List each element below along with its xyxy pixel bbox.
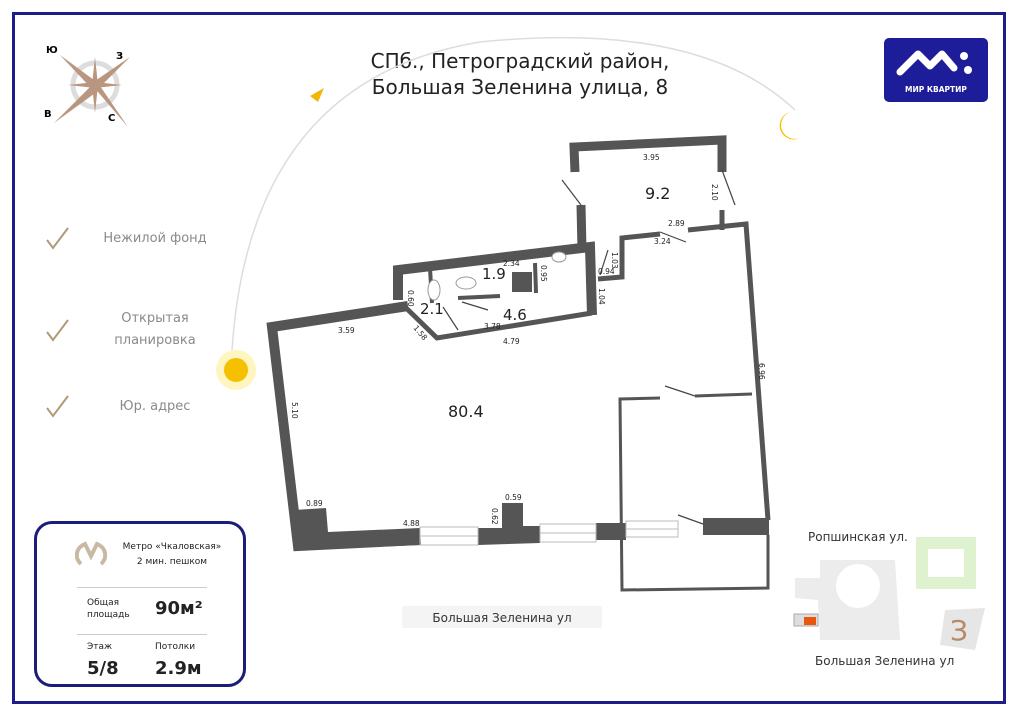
dimension-label: 3.59 [338, 326, 355, 335]
dimension-label: 3.24 [654, 237, 671, 246]
compass-icon [54, 55, 130, 127]
toilet-icon [427, 279, 441, 301]
room-area-main: 80.4 [448, 402, 484, 421]
map-street-top: Ропшинская ул. [808, 530, 908, 544]
compass-south: Ю [46, 45, 58, 56]
address-title: СПб., Петроградский район, Большая Зелен… [300, 48, 740, 100]
logo-mark-icon [896, 50, 972, 76]
dimension-label: 0.60 [406, 290, 415, 307]
floor-label: Этаж [87, 642, 113, 652]
site-map: З [793, 537, 985, 650]
map-street-bottom: Большая Зеленина ул [815, 654, 955, 668]
image-frame [12, 12, 1006, 704]
dimension-label: 0.94 [598, 267, 615, 276]
ceiling-value: 2.9м [155, 658, 202, 679]
dimension-label: 2.34 [503, 259, 520, 268]
dimension-label: 1.04 [597, 288, 606, 305]
moon-icon [779, 112, 800, 140]
check-icon [46, 227, 69, 250]
dimension-label: 0.62 [490, 508, 499, 525]
room-area-1-9: 1.9 [482, 265, 506, 283]
dimension-label: 3.95 [643, 153, 660, 162]
doors [442, 169, 736, 525]
area-value: 90м² [155, 598, 203, 619]
sink-icon [551, 251, 567, 263]
windows [419, 520, 679, 546]
dimension-label: 1.03 [610, 252, 619, 269]
sun-direction-arrow-icon [310, 88, 324, 102]
info-card: Метро «Чкаловская» 2 мин. пешком Общая п… [34, 521, 246, 687]
divider [77, 587, 207, 588]
sun-icon [216, 350, 256, 390]
building-marker [804, 617, 816, 625]
area-label: Общая площадь [87, 598, 130, 620]
dimension-label: 0.95 [539, 265, 548, 282]
compass-north: С [108, 113, 116, 124]
feature-label: Открытая планировка [114, 311, 196, 348]
sun-path [231, 36, 796, 351]
street-name: Большая Зеленина ул [432, 611, 572, 625]
floor-value: 5/8 [87, 658, 119, 679]
dimension-label: 2.10 [710, 184, 719, 201]
street-label-plan: Большая Зеленина ул [402, 606, 602, 628]
room-area-9-2: 9.2 [645, 184, 670, 203]
compass-east: В [44, 109, 52, 120]
title-line-2: Большая Зеленина улица, 8 [371, 75, 669, 99]
dimension-label: 4.79 [503, 337, 520, 346]
feature-label: Юр. адрес [119, 399, 191, 414]
metro-station: Метро «Чкаловская» [122, 542, 222, 552]
dimension-label: 3.78 [484, 322, 501, 331]
room-areas: 80.4 9.2 4.6 2.1 1.9 [420, 184, 670, 421]
dimension-label: 0.59 [505, 493, 522, 502]
ceiling-label: Потолки [155, 642, 196, 652]
compass-rose: Ю З В С [40, 45, 140, 135]
fixtures [427, 251, 567, 301]
metro-walk-time: 2 мин. пешком [136, 557, 208, 567]
dimension-label: 2.89 [668, 219, 685, 228]
walls [266, 135, 771, 592]
dimension-label: 4.88 [403, 519, 420, 528]
logo: МИР КВАРТИР [884, 38, 988, 102]
metro-z-icon: З [950, 614, 968, 647]
dimension-label: 5.10 [290, 402, 299, 419]
dimension-label: 6.96 [757, 363, 766, 380]
dimensions: 3.95 2.10 2.89 3.24 1.03 0.94 1.04 0.95 … [290, 153, 766, 528]
feature-label: Нежилой фонд [103, 231, 207, 246]
room-area-4-6: 4.6 [503, 306, 527, 324]
check-icon [46, 395, 69, 418]
toilet-icon [455, 276, 477, 290]
room-area-2-1: 2.1 [420, 300, 444, 318]
wall-blocks [294, 272, 769, 550]
metro-icon [75, 541, 107, 566]
logo-text: МИР КВАРТИР [905, 85, 967, 94]
check-icon [46, 319, 69, 342]
compass-west: З [116, 51, 124, 62]
dimension-label: 0.89 [306, 499, 323, 508]
divider [77, 634, 207, 635]
title-line-1: СПб., Петроградский район, [370, 49, 670, 73]
